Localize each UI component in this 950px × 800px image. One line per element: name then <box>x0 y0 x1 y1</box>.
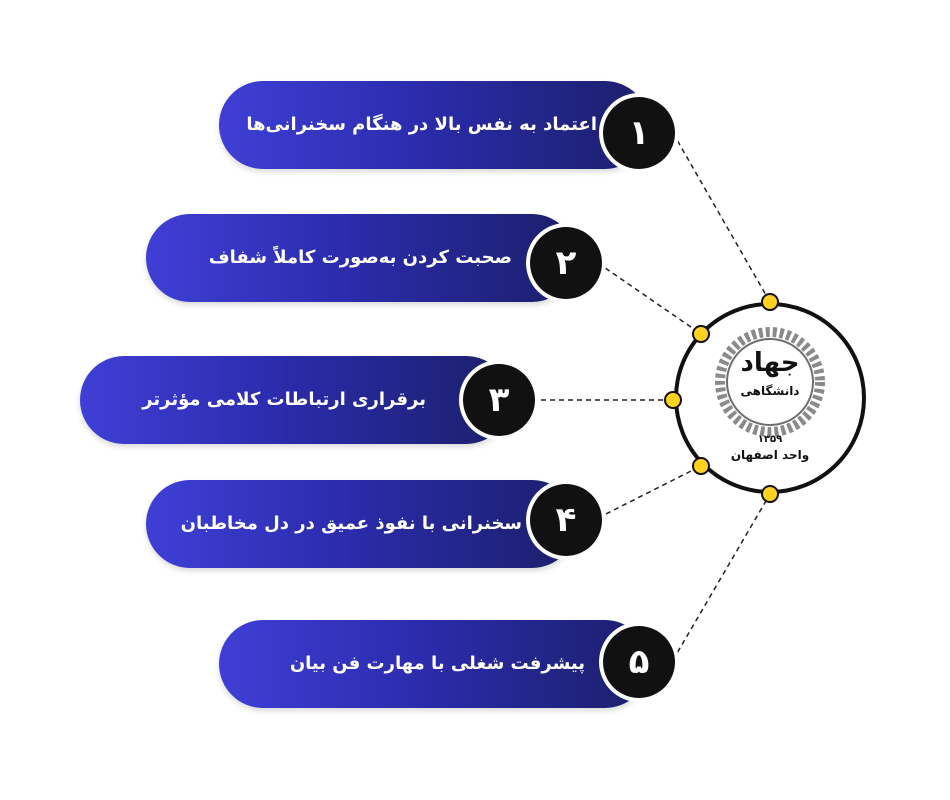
hub-connector-dot-4 <box>692 457 710 475</box>
gear-wreath-icon <box>715 327 825 437</box>
jahad-daneshgahi-logo: جهاد دانشگاهی ۱۳۵۹ واحد اصفهان <box>714 326 826 466</box>
item-5-number-badge: ۵ <box>603 626 675 698</box>
connector-line-2 <box>597 262 702 335</box>
logo-title: جهاد <box>740 348 800 378</box>
item-2-pill: صحبت کردن به‌صورت کاملاً شفاف <box>146 214 576 302</box>
item-5-pill: پیشرفت شغلی با مهارت فن بیان <box>219 620 649 708</box>
hub-connector-dot-2 <box>692 325 710 343</box>
item-1-label: اعتماد به نفس بالا در هنگام سخنرانی‌ها <box>246 114 597 135</box>
hub-connector-dot-3 <box>664 391 682 409</box>
logo-subtitle: دانشگاهی <box>740 384 800 398</box>
item-5-label: پیشرفت شغلی با مهارت فن بیان <box>289 653 585 674</box>
item-3-label: برقراری ارتباطات کلامی مؤثرتر <box>142 389 426 410</box>
item-3-number-badge: ۳ <box>463 364 535 436</box>
item-2-label: صحبت کردن به‌صورت کاملاً شفاف <box>208 247 512 268</box>
logo-branch: واحد اصفهان <box>730 448 810 462</box>
item-1-number-badge: ۱ <box>603 97 675 169</box>
item-4-number-badge: ۴ <box>530 484 602 556</box>
item-4-pill: سخنرانی با نفوذ عمیق در دل مخاطبان <box>146 480 576 568</box>
connector-line-4 <box>597 465 702 519</box>
logo-year: ۱۳۵۹ <box>757 434 783 445</box>
item-4-label: سخنرانی با نفوذ عمیق در دل مخاطبان <box>180 513 522 534</box>
hub-connector-dot-5 <box>761 485 779 503</box>
connector-line-1 <box>672 132 771 303</box>
item-2-number-badge: ۲ <box>530 227 602 299</box>
hub-connector-dot-1 <box>761 293 779 311</box>
item-3-pill: برقراری ارتباطات کلامی مؤثرتر <box>80 356 510 444</box>
connector-line-5 <box>672 493 771 661</box>
item-1-pill: اعتماد به نفس بالا در هنگام سخنرانی‌ها <box>219 81 649 169</box>
